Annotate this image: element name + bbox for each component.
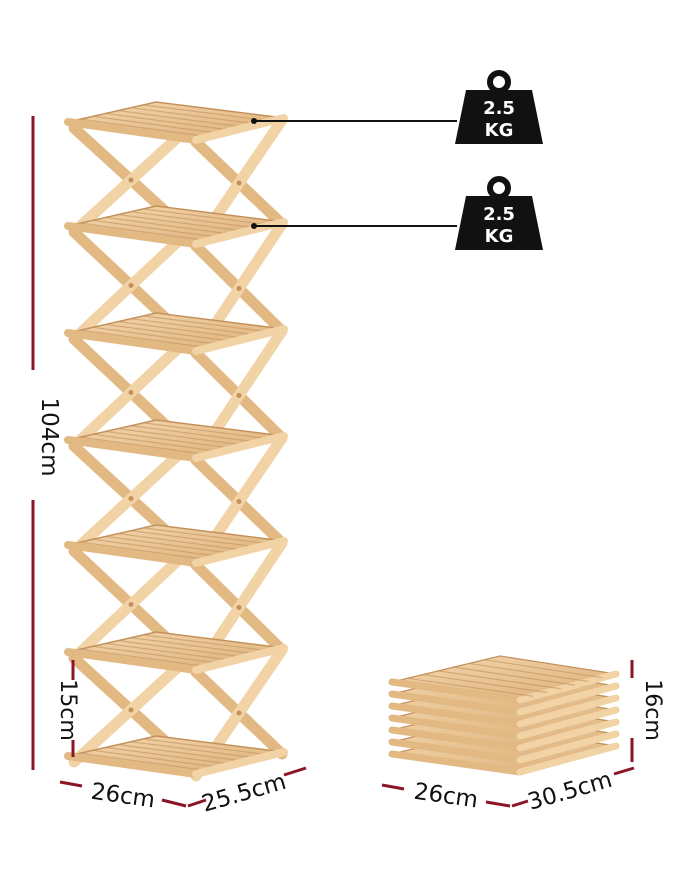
weight-icon: 2.5 KG [455,176,543,250]
folded-shoe-rack [388,655,620,776]
folded-width-label: 26cm [412,779,479,814]
rack-width-line-right [161,798,187,808]
rack-hinge [236,710,242,716]
dimension-lines [31,116,635,808]
folded-depth-line-left [511,799,529,808]
rack-hinge [128,390,134,395]
folded-slat [438,670,562,690]
weight-value-top: 2.5 [483,98,515,119]
rack-hinge [128,283,134,288]
rack-hinge [236,180,242,186]
rack-hinge [128,496,134,501]
rack-width-line-left [59,780,83,788]
folded-width-line-left [381,783,405,791]
folding-shoe-rack [64,101,288,782]
rack-hinge [128,707,134,713]
shelf-gap-label: 15cm [55,679,80,741]
weight-icon: 2.5 KG [455,70,543,144]
rack-shelf [64,735,288,778]
folded-depth-line-right [613,766,635,776]
rack-width-label: 26cm [89,779,156,814]
weight-leader-lines [251,118,457,229]
folded-height-label: 16cm [640,679,665,741]
rack-hinge [236,605,242,610]
folded-depth-label: 30.5cm [525,767,615,816]
rack-depth-line-right [283,766,307,777]
rack-hinge [236,393,242,398]
rack-shelf [64,419,288,462]
rack-shelf [64,631,288,674]
total-height-label: 104cm [36,398,62,477]
rack-shelf [64,524,288,567]
rack-depth-line-left [187,798,207,808]
folded-width-line-right [485,800,511,808]
folded-slat [422,673,548,694]
rack-shelf [64,101,288,144]
rack-shelf [64,312,288,355]
weight-unit-top: KG [485,120,514,141]
folded-slat [469,662,589,683]
rack-hinge [128,177,134,183]
rack-hinge [236,499,242,504]
rack-hinge [128,602,134,607]
rack-depth-label: 25.5cm [199,769,289,818]
folded-slat [453,666,575,686]
weight-value-second: 2.5 [483,204,515,225]
folded-slat [407,677,534,697]
folded-slat [484,659,603,679]
rack-hinge [236,286,242,291]
weight-unit-second: KG [485,226,514,247]
